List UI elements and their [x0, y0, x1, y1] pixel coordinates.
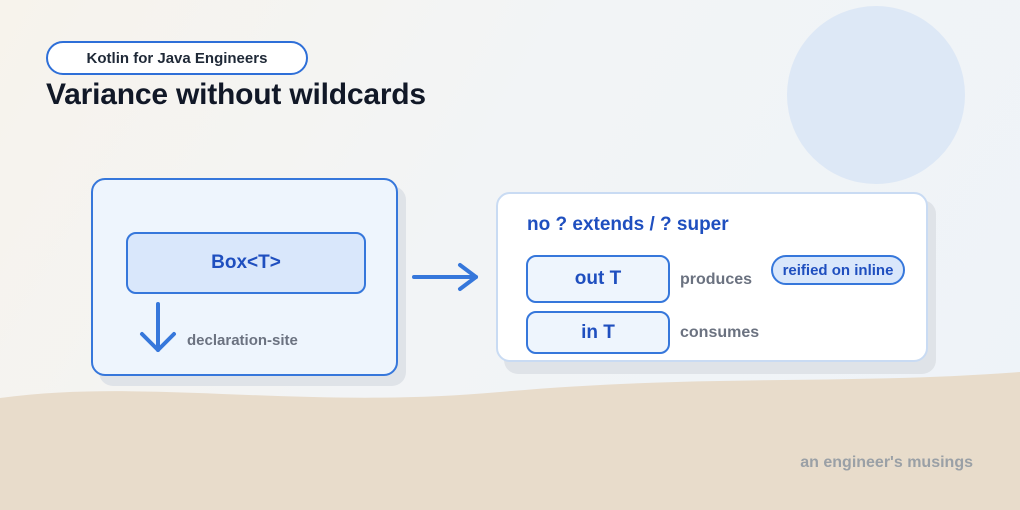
series-label: Kotlin for Java Engineers — [86, 49, 268, 67]
produces-label: produces — [680, 271, 753, 288]
in-modifier-box: in T — [526, 311, 670, 354]
declaration-site-label: declaration-site — [187, 332, 298, 349]
decorative-circle — [787, 6, 965, 184]
wildcards-heading: no ? extends / ? super — [527, 214, 729, 235]
down-arrow-icon — [140, 302, 176, 352]
reified-badge: reified on inline — [771, 255, 905, 285]
right-arrow-icon — [412, 263, 478, 291]
series-badge: Kotlin for Java Engineers — [46, 41, 308, 75]
reified-label: reified on inline — [782, 261, 894, 279]
footer-signature: an engineer's musings — [800, 454, 973, 471]
out-keyword: out T — [574, 268, 622, 289]
consumes-label: consumes — [680, 324, 760, 341]
sand-wave — [0, 372, 1020, 510]
in-keyword: in T — [581, 321, 615, 343]
out-modifier-box: out T — [526, 255, 670, 303]
box-type-node: Box<T> — [126, 232, 366, 294]
page-title: Variance without wildcards — [46, 78, 426, 111]
